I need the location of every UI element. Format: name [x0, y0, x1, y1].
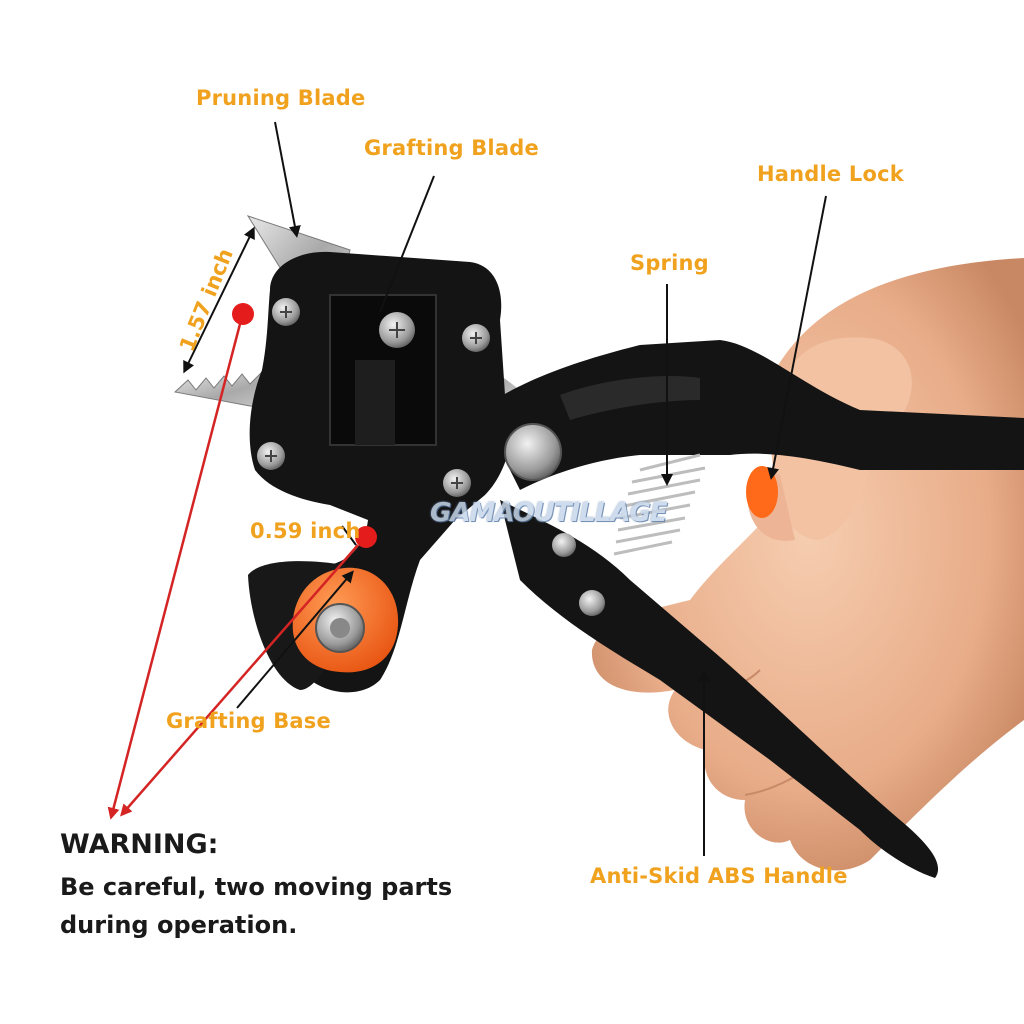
warning-line-1: Be careful, two moving parts [60, 873, 453, 901]
orange-knob [292, 567, 399, 673]
warning-block: WARNING: Be careful, two moving parts du… [60, 828, 452, 944]
warning-arrow-blade [107, 323, 242, 820]
warning-arrow-base [120, 544, 359, 817]
warning-title: WARNING: [60, 829, 219, 860]
leader-grafting-blade [379, 175, 435, 313]
lower-handle [500, 500, 939, 878]
handle-lock-knob [746, 466, 778, 518]
label-grafting-base: Grafting Base [166, 709, 331, 733]
dimension-arrow-long [183, 226, 255, 374]
label-grafting-blade: Grafting Blade [364, 136, 539, 160]
leader-handle-lock [767, 195, 827, 480]
warning-line-2: during operation. [60, 911, 298, 939]
watermark: GAMAOUTILLAGE [430, 498, 668, 528]
screws [257, 298, 605, 616]
label-handle: Anti-Skid ABS Handle [590, 864, 848, 888]
pivot-bolt [504, 423, 562, 481]
leader-grafting-base [236, 570, 354, 709]
label-pruning-blade: Pruning Blade [196, 86, 366, 110]
red-dot-base [355, 526, 377, 548]
upper-handle [480, 340, 1024, 490]
leader-pruning-blade [274, 121, 301, 238]
dimension-arrow-short [341, 525, 357, 546]
label-dimension-short: 0.59 inch [250, 519, 361, 543]
red-dot-blade [232, 303, 254, 325]
label-spring: Spring [630, 251, 709, 275]
label-handle-lock: Handle Lock [757, 162, 904, 186]
